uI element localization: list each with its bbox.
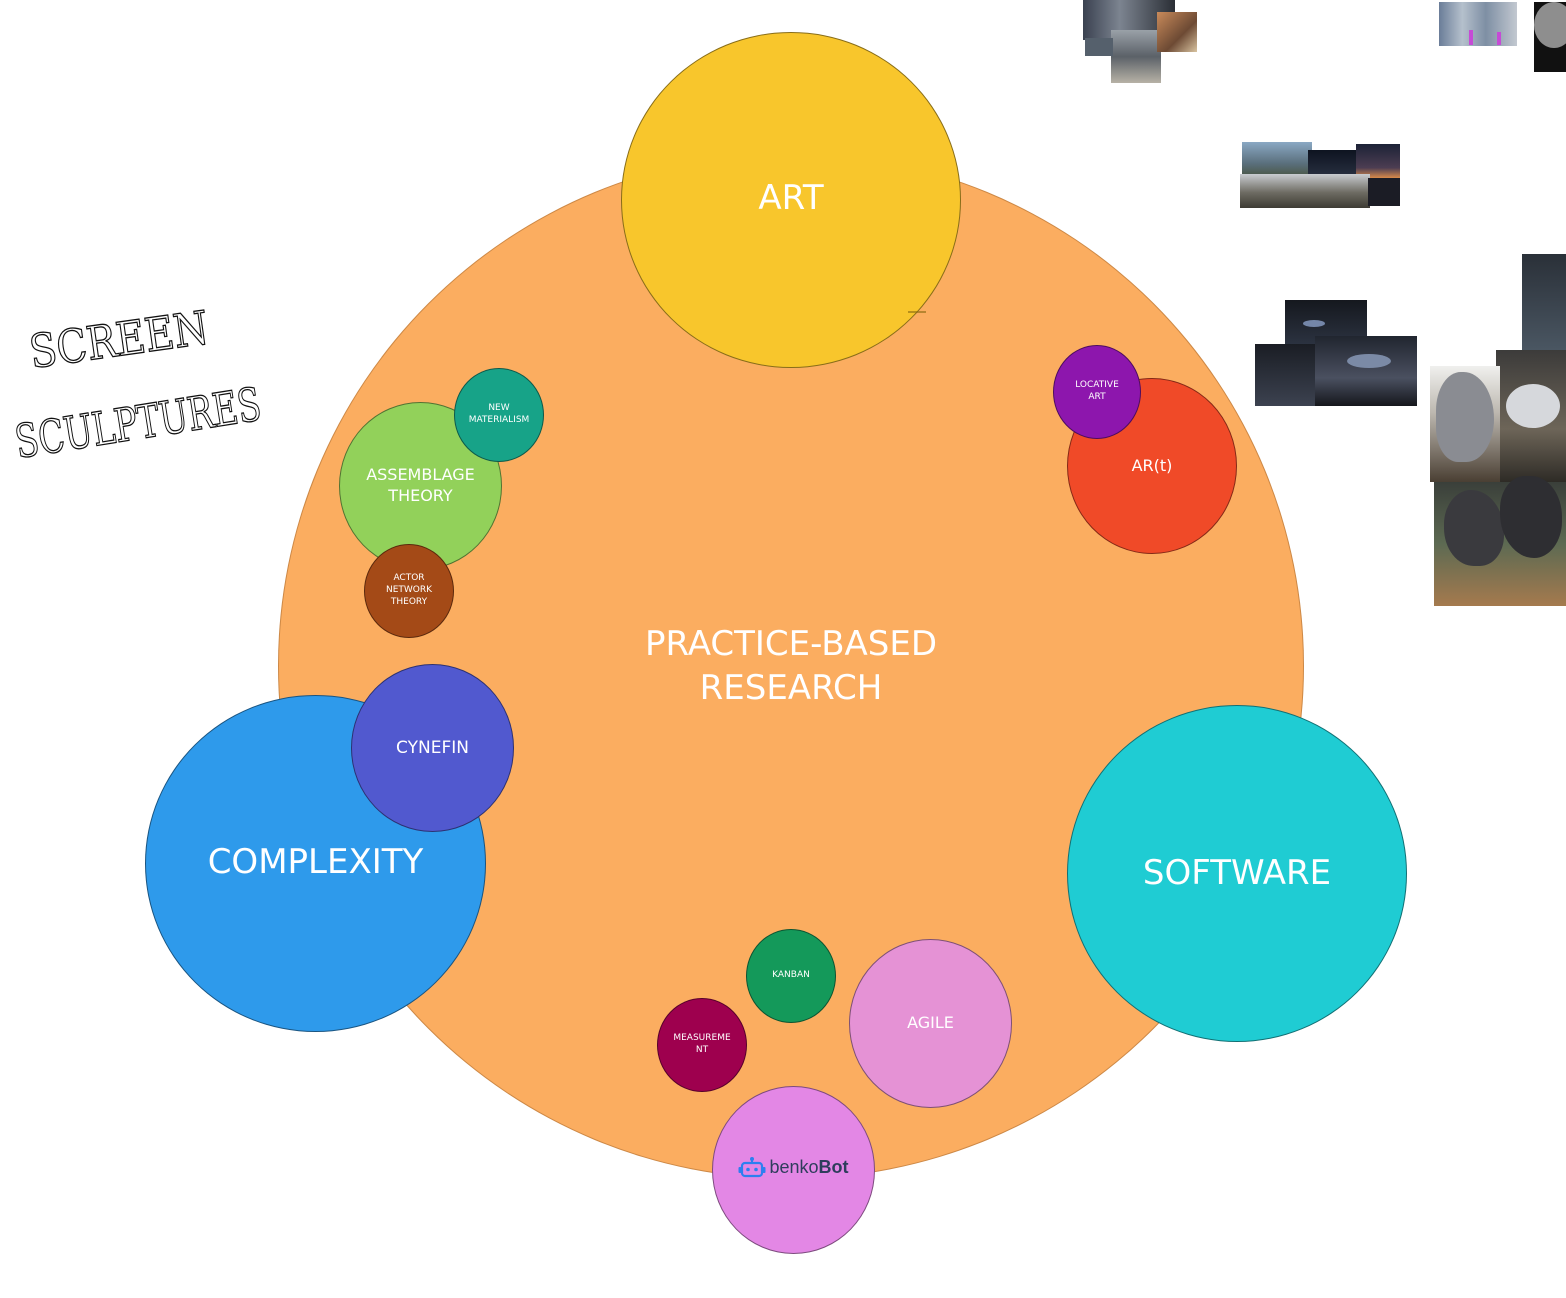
rock-shape xyxy=(1436,372,1494,462)
locative-line2: ART xyxy=(1088,392,1106,402)
handwritten-annotation: SCREEN SCULPTURES xyxy=(11,300,266,470)
rock-shape xyxy=(1500,476,1562,558)
kanban-label: KANBAN xyxy=(772,970,810,981)
cynefin-bubble[interactable]: CYNEFIN xyxy=(351,664,514,832)
ant-line1: ACTOR xyxy=(393,573,425,584)
rock-shape xyxy=(1506,384,1560,428)
photo-thumbnail xyxy=(1240,174,1370,208)
photo-thumbnail xyxy=(1315,336,1417,406)
locative-line1: LOCATIVE xyxy=(1075,380,1119,391)
photo-cluster-subway[interactable] xyxy=(1083,0,1197,86)
ant-line3: THEORY xyxy=(390,596,428,607)
art-label: ART xyxy=(758,178,824,218)
photo-cluster-rocks[interactable] xyxy=(1430,254,1566,606)
actor-network-theory-bubble[interactable]: ACTOR NETWORK THEORY xyxy=(364,544,454,638)
rock-shape xyxy=(1444,490,1504,566)
software-label: SOFTWARE xyxy=(1142,853,1332,894)
handwritten-screen: SCREEN xyxy=(26,300,212,379)
photo-thumbnail xyxy=(1522,254,1566,350)
art-bubble[interactable]: ART xyxy=(621,32,961,368)
agile-label: AGILE xyxy=(907,1013,954,1033)
kanban-bubble[interactable]: KANBAN xyxy=(746,929,836,1023)
new-materialism-line2: MATERIALISM xyxy=(468,415,530,425)
photo-cluster-landscape[interactable] xyxy=(1240,142,1402,208)
fish-shape xyxy=(1347,354,1391,368)
photo-thumbnail xyxy=(1255,344,1319,406)
complexity-label: COMPLEXITY xyxy=(207,842,424,882)
ar-t-label: AR(t) xyxy=(1131,456,1173,475)
fish-shape xyxy=(1303,320,1325,327)
photo-thumbnail xyxy=(1111,30,1161,83)
new-materialism-line1: NEW xyxy=(488,403,510,414)
measurement-bubble[interactable]: MEASUREME NT xyxy=(657,998,747,1092)
measurement-line2: NT xyxy=(695,1045,709,1055)
photo-thumbnail xyxy=(1085,38,1113,56)
agile-bubble[interactable]: AGILE xyxy=(849,939,1012,1108)
benkobot-brand-part1: benko xyxy=(769,1157,819,1178)
ant-line2: NETWORK xyxy=(385,585,433,596)
photo-thumbnail xyxy=(1242,142,1312,178)
tiny-marker xyxy=(908,311,926,313)
cynefin-label: CYNEFIN xyxy=(396,737,469,758)
photo-thumbnail xyxy=(1368,178,1400,206)
photo-cluster-figures[interactable] xyxy=(1439,2,1566,72)
photo-cluster-fish[interactable] xyxy=(1255,300,1419,408)
handwritten-sculptures: SCULPTURES xyxy=(11,377,264,469)
benkobot-bubble[interactable]: benkoBot xyxy=(712,1086,875,1254)
benkobot-brand-part2: Bot xyxy=(818,1157,849,1178)
main-label-line1: PRACTICE-BASED xyxy=(644,624,938,664)
assemblage-label-line1: ASSEMBLAGE xyxy=(366,465,475,485)
locative-art-bubble[interactable]: LOCATIVE ART xyxy=(1053,345,1141,439)
photo-thumbnail xyxy=(1439,2,1517,46)
measurement-line1: MEASUREME xyxy=(673,1033,731,1044)
benkobot-logo: benkoBot xyxy=(738,1156,849,1179)
main-label-line2: RESEARCH xyxy=(699,668,883,709)
assemblage-theory-bubble[interactable]: ASSEMBLAGE THEORY xyxy=(339,402,502,570)
software-bubble[interactable]: SOFTWARE xyxy=(1067,705,1407,1042)
robot-icon xyxy=(738,1156,766,1178)
assemblage-label-line2: THEORY xyxy=(388,486,453,505)
grey-circle-shape xyxy=(1534,2,1566,48)
new-materialism-bubble[interactable]: NEW MATERIALISM xyxy=(454,368,544,462)
photo-thumbnail xyxy=(1157,12,1197,52)
photo-thumbnail xyxy=(1356,144,1400,178)
